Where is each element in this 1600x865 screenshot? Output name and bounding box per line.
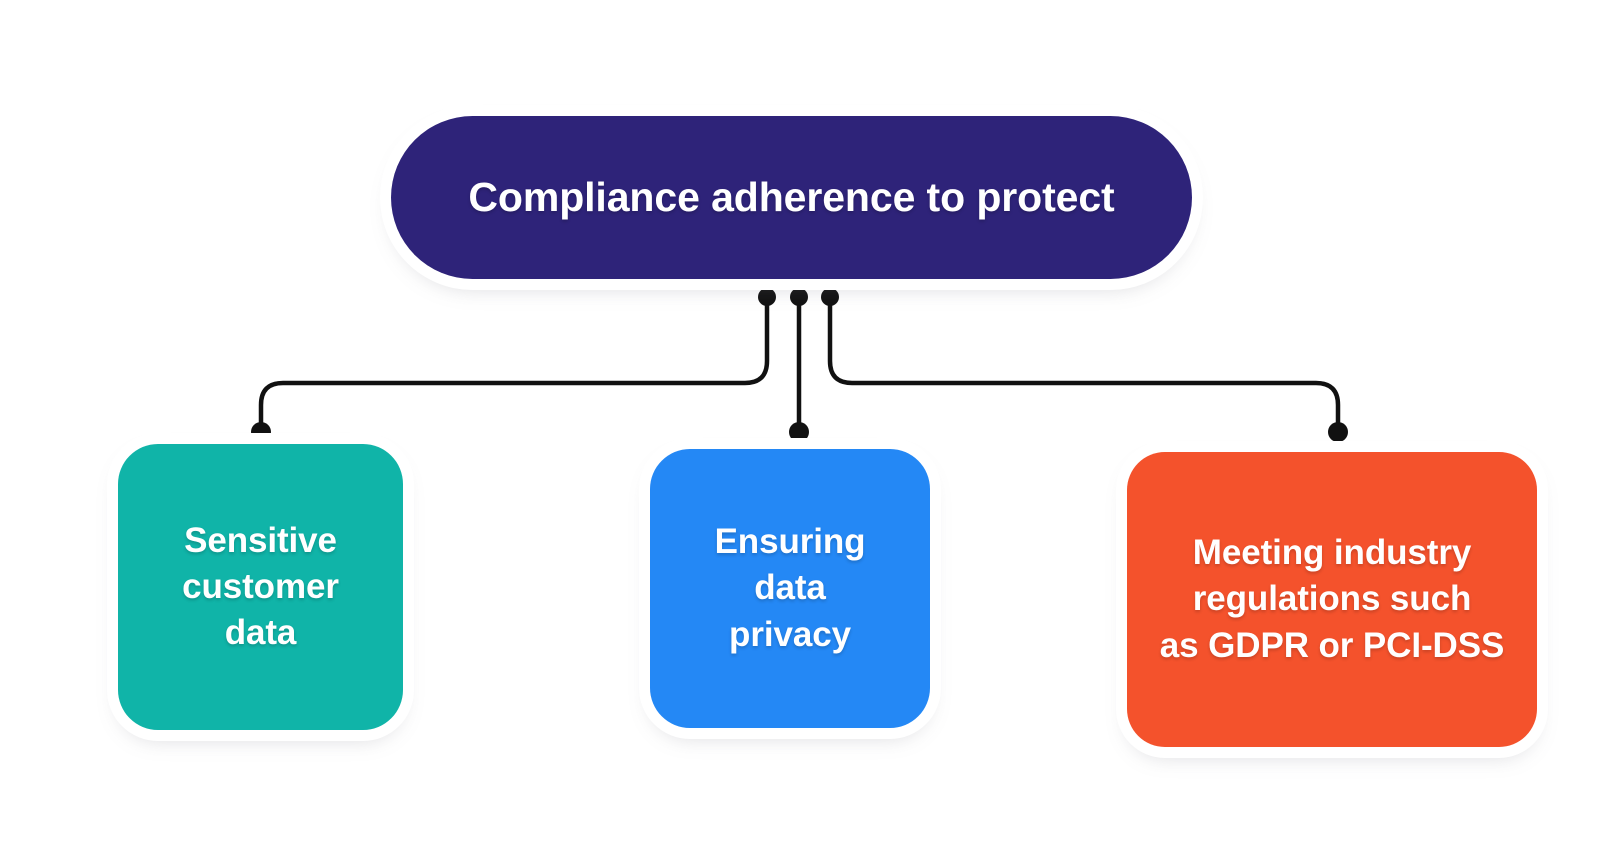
- node-industry-regulations-label: Meeting industry regulations such as GDP…: [1159, 533, 1505, 665]
- node-data-privacy[interactable]: Ensuring data privacy: [650, 449, 930, 728]
- connector-path-to-industry-regulations: [827, 294, 1341, 435]
- connector-dot-root-left: [758, 288, 776, 306]
- node-sensitive-data-label: Sensitive customer data: [182, 520, 339, 653]
- connector-dot-industry-regulations: [1328, 422, 1348, 442]
- node-compliance-adherence-label: Compliance adherence to protect: [468, 173, 1115, 220]
- node-compliance-adherence[interactable]: Compliance adherence to protect: [391, 116, 1192, 279]
- node-industry-regulations[interactable]: Meeting industry regulations such as GDP…: [1127, 452, 1537, 747]
- connector-dot-sensitive-data: [251, 422, 271, 442]
- node-sensitive-data[interactable]: Sensitive customer data: [118, 444, 403, 730]
- connector-path-to-sensitive-data: [258, 294, 770, 435]
- connector-dot-root-center: [790, 288, 808, 306]
- connector-dot-root-right: [821, 288, 839, 306]
- node-data-privacy-label: Ensuring data privacy: [714, 522, 866, 654]
- connector-dot-data-privacy: [789, 422, 809, 442]
